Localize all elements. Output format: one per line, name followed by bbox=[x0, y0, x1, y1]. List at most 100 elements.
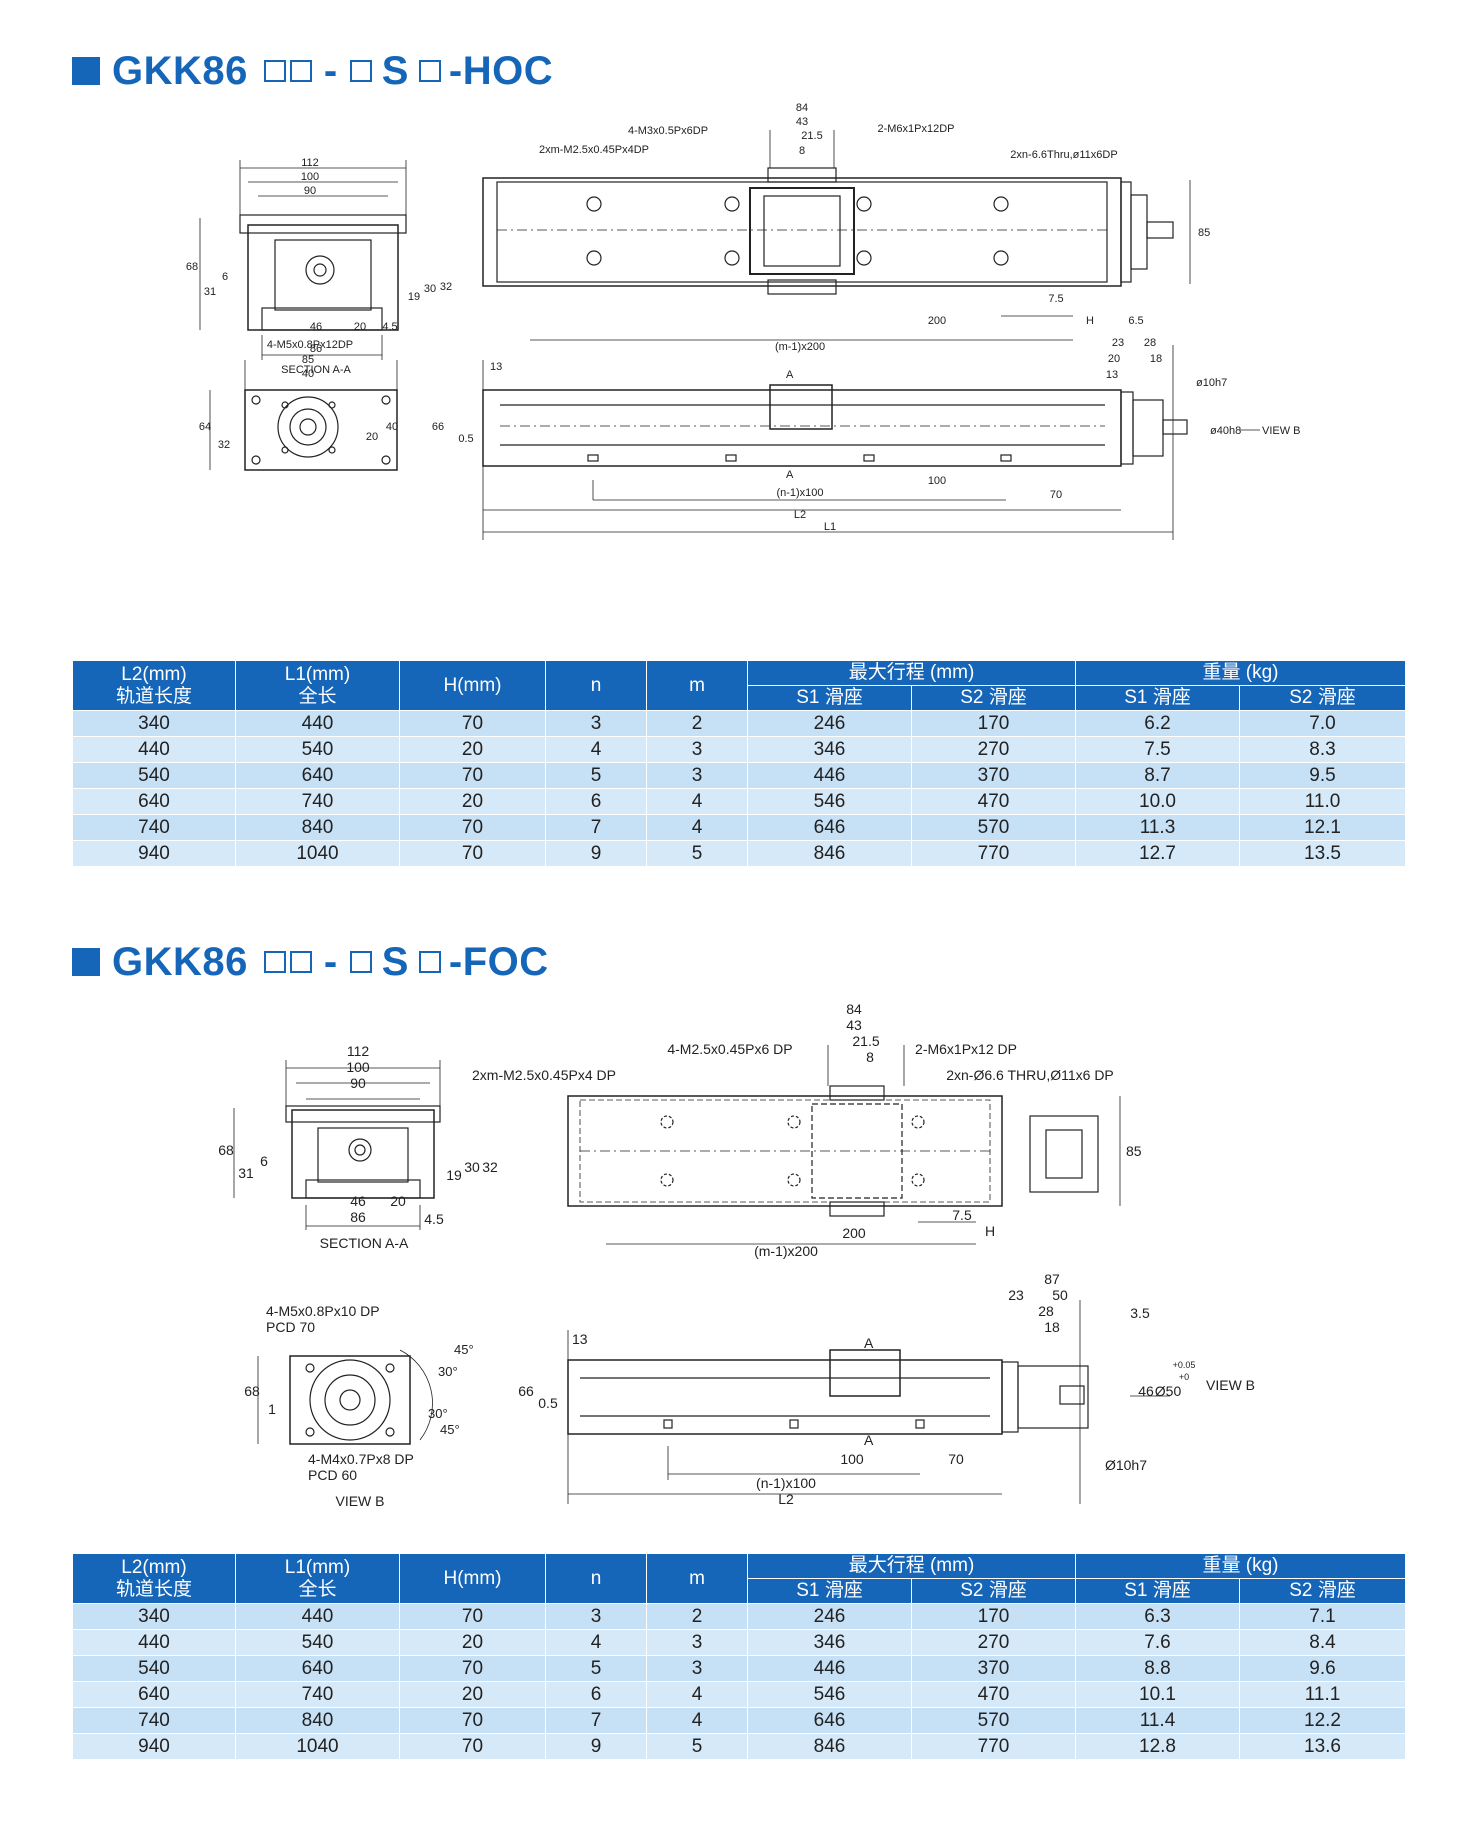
dim-85-flange: 85 bbox=[302, 354, 314, 366]
table-cell: 20 bbox=[399, 1629, 546, 1656]
table-cell: 1040 bbox=[235, 1733, 400, 1760]
dim-32: 32 bbox=[482, 1159, 498, 1175]
dim-6: 6 bbox=[260, 1153, 268, 1169]
dim-0-5: 0.5 bbox=[538, 1395, 558, 1411]
table-cell: 440 bbox=[72, 736, 236, 763]
table-cell: 546 bbox=[747, 1681, 912, 1708]
section-title-hoc: GKK86 - S -HOC bbox=[72, 46, 553, 96]
table-cell: 846 bbox=[747, 1733, 912, 1760]
dim-n-100: (n-1)x100 bbox=[756, 1475, 816, 1491]
table-cell: 346 bbox=[747, 736, 912, 763]
dim-68: 68 bbox=[218, 1142, 234, 1158]
dim-h: H bbox=[985, 1223, 995, 1239]
view-b-label: VIEW B bbox=[1206, 1377, 1255, 1393]
table-cell: 646 bbox=[747, 814, 912, 841]
table-cell: 840 bbox=[235, 1707, 400, 1734]
dim-70-side: 70 bbox=[1050, 489, 1062, 501]
table-cell: 640 bbox=[235, 1655, 400, 1682]
table-cell: 346 bbox=[747, 1629, 912, 1656]
dim-20: 20 bbox=[390, 1193, 406, 1209]
table-cell: 540 bbox=[235, 1629, 400, 1656]
title-variant: -HOC bbox=[448, 48, 554, 93]
dim-13-side: 13 bbox=[572, 1331, 588, 1347]
dim-3-5: 3.5 bbox=[1130, 1305, 1150, 1321]
dim-84: 84 bbox=[796, 102, 808, 114]
dim-phi10: Ø10h7 bbox=[1105, 1457, 1147, 1473]
title-model: GKK86 bbox=[112, 939, 248, 984]
table-cell: 5 bbox=[545, 1655, 647, 1682]
header-weight: 重量 (kg) bbox=[1074, 660, 1407, 686]
table-cell: 7.1 bbox=[1238, 1603, 1407, 1630]
dim-6: 6 bbox=[222, 271, 228, 283]
table-cell: 10.0 bbox=[1075, 788, 1240, 815]
table-cell: 340 bbox=[72, 1603, 236, 1630]
note-m25: 2xm-M2.5x0.45Px4DP bbox=[539, 144, 649, 156]
dim-0-5: 0.5 bbox=[458, 433, 473, 445]
table-cell: 13.5 bbox=[1238, 840, 1407, 867]
note-m5: 4-M5x0.8Px12DP bbox=[267, 339, 353, 351]
table-cell: 540 bbox=[235, 736, 400, 763]
dim-m-200: (m-1)x200 bbox=[775, 341, 825, 353]
table-cell: 2 bbox=[646, 710, 748, 737]
hoc-technical-drawing: 112 100 90 68 31 6 32 30 19 46 20 4.5 86… bbox=[0, 100, 1480, 630]
table-cell: 8.8 bbox=[1075, 1655, 1240, 1682]
angle-45-top: 45° bbox=[454, 1342, 474, 1357]
dim-31: 31 bbox=[238, 1165, 254, 1181]
placeholder-box-icon bbox=[349, 951, 372, 973]
table-cell: 370 bbox=[911, 762, 1076, 789]
note-m6: 2-M6x1Px12DP bbox=[877, 123, 954, 135]
table-cell: 740 bbox=[235, 788, 400, 815]
section-caption: SECTION A-A bbox=[320, 1235, 409, 1251]
table-cell: 8.4 bbox=[1238, 1629, 1407, 1656]
dim-100-side: 100 bbox=[840, 1451, 864, 1467]
dim-100: 100 bbox=[301, 171, 319, 183]
foc-side-view bbox=[567, 1300, 1170, 1504]
table-cell: 11.1 bbox=[1238, 1681, 1407, 1708]
header-stroke-s2: S2 滑座 bbox=[911, 685, 1076, 711]
table-cell: 270 bbox=[911, 736, 1076, 763]
table-cell: 170 bbox=[911, 1603, 1076, 1630]
table-cell: 5 bbox=[646, 1733, 748, 1760]
table-cell: 3 bbox=[545, 710, 647, 737]
header-h: H(mm) bbox=[399, 660, 546, 711]
table-cell: 70 bbox=[399, 762, 546, 789]
table-cell: 9.6 bbox=[1238, 1655, 1407, 1682]
table-cell: 4 bbox=[646, 814, 748, 841]
hoc-section-view bbox=[199, 160, 407, 360]
dim-68: 68 bbox=[186, 261, 198, 273]
hoc-top-view bbox=[482, 130, 1191, 341]
view-b-caption: VIEW B bbox=[335, 1493, 384, 1509]
header-max-stroke: 最大行程 (mm) bbox=[747, 660, 1076, 686]
table-cell: 7.0 bbox=[1238, 710, 1407, 737]
angle-45-bottom: 45° bbox=[440, 1422, 460, 1437]
dim-32: 32 bbox=[440, 281, 452, 293]
foc-spec-table: L2(mm)轨道长度 L1(mm)全长 H(mm) n m 最大行程 (mm) … bbox=[72, 1553, 1407, 1760]
title-square-icon bbox=[72, 57, 100, 85]
dim-40-vertical: 40 bbox=[386, 421, 398, 433]
dim-85: 85 bbox=[1126, 1143, 1142, 1159]
pcd-70: PCD 70 bbox=[266, 1319, 315, 1335]
table-cell: 640 bbox=[235, 762, 400, 789]
table-cell: 170 bbox=[911, 710, 1076, 737]
dim-6-5: 6.5 bbox=[1128, 315, 1143, 327]
table-cell: 12.8 bbox=[1075, 1733, 1240, 1760]
dim-46: 46 bbox=[310, 321, 322, 333]
table-cell: 446 bbox=[747, 762, 912, 789]
table-cell: 6 bbox=[545, 1681, 647, 1708]
hoc-flange-view bbox=[209, 360, 398, 471]
dim-46: 46 bbox=[1138, 1383, 1154, 1399]
table-cell: 3 bbox=[646, 762, 748, 789]
header-weight-s2: S2 滑座 bbox=[1238, 685, 1407, 711]
header-weight-s1: S1 滑座 bbox=[1075, 1578, 1240, 1604]
dim-l1: L1 bbox=[824, 521, 836, 533]
dim-112: 112 bbox=[347, 1043, 370, 1059]
view-b-label: VIEW B bbox=[1262, 425, 1301, 437]
dim-66: 66 bbox=[518, 1383, 534, 1399]
table-cell: 2 bbox=[646, 1603, 748, 1630]
